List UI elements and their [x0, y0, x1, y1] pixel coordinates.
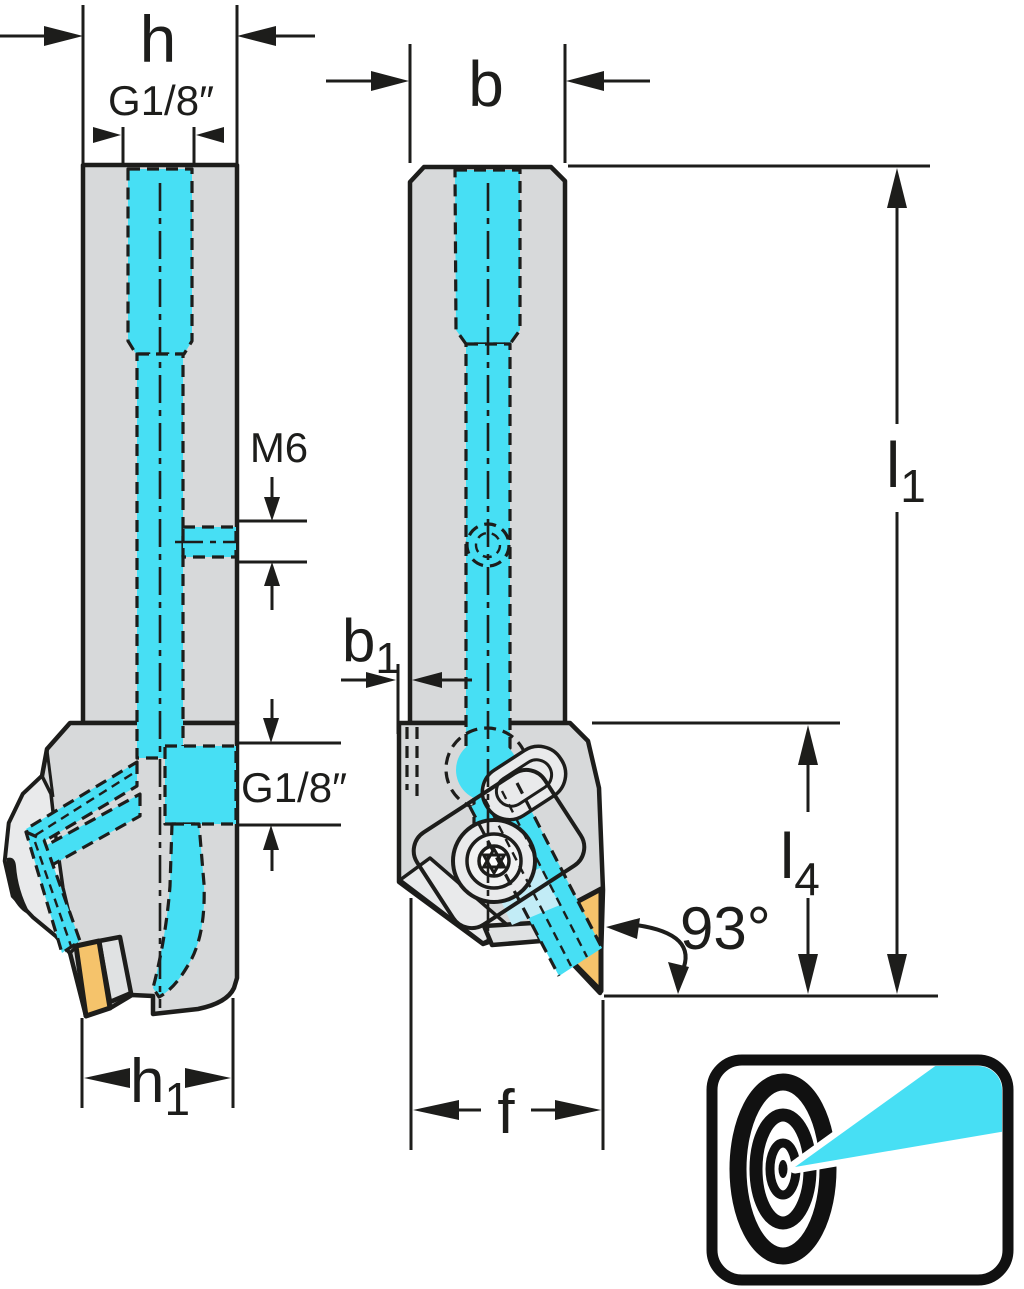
- dim-l1: l1: [568, 164, 930, 994]
- dim-label-angle: 93°: [680, 895, 771, 962]
- dim-h1: h1: [80, 998, 235, 1125]
- dim-thread-side: G1/8″: [237, 699, 347, 871]
- band-edge-right: [515, 782, 604, 949]
- dim-l4: l4: [592, 721, 938, 998]
- dim-label-thread-top: G1/8″: [108, 77, 214, 124]
- channel-c-inner-line: [33, 841, 73, 947]
- dim-label-m6: M6: [250, 424, 308, 471]
- band-edge-left: [468, 806, 561, 977]
- dim-thread-top: G1/8″: [93, 77, 224, 163]
- dim-label-b1: b1: [342, 607, 400, 683]
- side-coolant-head-bore: [151, 822, 206, 999]
- clamp-screw: [451, 818, 537, 904]
- angle-arc: [635, 923, 688, 973]
- dim-label-thread-side: G1/8″: [241, 764, 347, 811]
- side-facet-edge: [45, 749, 55, 798]
- dim-angle: 93°: [606, 895, 771, 994]
- coolant-jet-icon: [795, 1066, 1002, 1167]
- band-inner-1: [483, 798, 573, 967]
- side-view: [2, 162, 240, 1019]
- side-coolant-m6-branch: [181, 525, 238, 559]
- dim-label-l1: l1: [886, 429, 926, 512]
- dim-f: f: [409, 898, 605, 1150]
- band-inner-2: [500, 790, 589, 958]
- side-shadow-crescent: [6, 857, 31, 915]
- clamp-body: [411, 767, 587, 931]
- dim-label-h1: h1: [130, 1047, 190, 1125]
- precision-coolant-target-icon: [706, 1054, 1014, 1286]
- channel-a-inner-line: [30, 772, 133, 840]
- dim-m6: M6: [237, 424, 308, 610]
- dim-h: h: [0, 2, 315, 163]
- front-view: [396, 164, 606, 996]
- side-coolant-port: [163, 744, 238, 826]
- dim-label-l4: l4: [780, 820, 820, 905]
- dim-b: b: [326, 44, 650, 163]
- dim-label-h: h: [140, 2, 177, 76]
- dim-b1: b1: [341, 607, 472, 734]
- dim-label-f: f: [497, 1078, 515, 1147]
- side-insert: [73, 938, 113, 1019]
- side-coolant-channel-a: [24, 760, 139, 850]
- dimensions: h G1/8″ M6 G1/8″: [0, 2, 938, 1150]
- coolant-jet-halo: [788, 1066, 1002, 1174]
- dim-label-b: b: [468, 48, 504, 120]
